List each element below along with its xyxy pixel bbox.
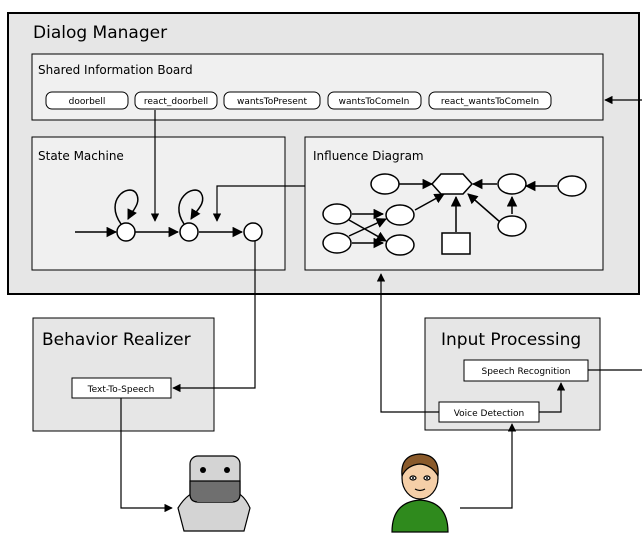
tag-doorbell-label: doorbell [69,97,106,107]
id-edge-l1-f [348,219,387,242]
influence-diagram-graph [322,173,587,256]
sm-state-1 [116,222,136,242]
id-node-f [385,234,415,256]
tag-wants-to-present: wantsToPresent [223,91,321,110]
person-icon [391,453,449,533]
speech-recognition-label: Speech Recognition [481,367,570,377]
id-node-c [557,175,587,197]
input-processing-title: Input Processing [441,330,581,350]
state-machine-title: State Machine [38,149,124,163]
arrow-influence-to-state-machine [212,185,305,222]
behavior-realizer-box [32,317,215,432]
tag-react-wants-to-come-in: react_wantsToComeIn [428,91,552,110]
id-node-a [370,173,400,195]
tag-react-doorbell: react_doorbell [134,91,218,110]
id-node-b [497,173,527,195]
tag-wants-to-present-label: wantsToPresent [237,97,308,107]
tag-react-doorbell-label: react_doorbell [144,97,208,107]
state-machine-box [31,136,286,271]
arrow-voice-to-speech [539,382,566,413]
influence-diagram-title: Influence Diagram [313,149,424,163]
voice-detection-label: Voice Detection [454,409,525,419]
state-machine-graph [75,189,263,242]
id-node-d [385,204,415,226]
behavior-realizer-title: Behavior Realizer [42,330,191,350]
id-edge-l2-d [348,218,387,237]
id-decision-node [441,232,471,255]
tag-doorbell: doorbell [45,91,129,110]
id-node-l2 [322,232,352,254]
id-utility-node [430,173,474,195]
sm-state-3 [243,222,263,242]
arrow-person-to-voice [460,423,517,509]
robot-icon [177,455,251,532]
arrow-state-to-tts [172,241,256,393]
id-node-l1 [322,203,352,225]
sm-self-loop-1 [114,189,139,225]
shared-information-board-title: Shared Information Board [38,63,193,77]
text-to-speech-label: Text-To-Speech [87,385,155,395]
id-edge-e-hex [467,193,501,223]
id-node-e [497,215,527,237]
arrow-voice-to-influence [376,273,439,413]
tag-wants-to-come-in-label: wantsToComeIn [339,97,410,107]
arrow-tts-to-robot [120,398,173,513]
dialog-manager-title: Dialog Manager [33,23,167,43]
sm-self-loop-2 [178,189,204,225]
id-edge-d-hex [414,193,445,211]
tag-react-wants-to-come-in-label: react_wantsToComeIn [441,97,539,107]
sm-state-2 [179,222,199,242]
connectors [120,95,642,513]
tag-wants-to-come-in: wantsToComeIn [327,91,422,110]
